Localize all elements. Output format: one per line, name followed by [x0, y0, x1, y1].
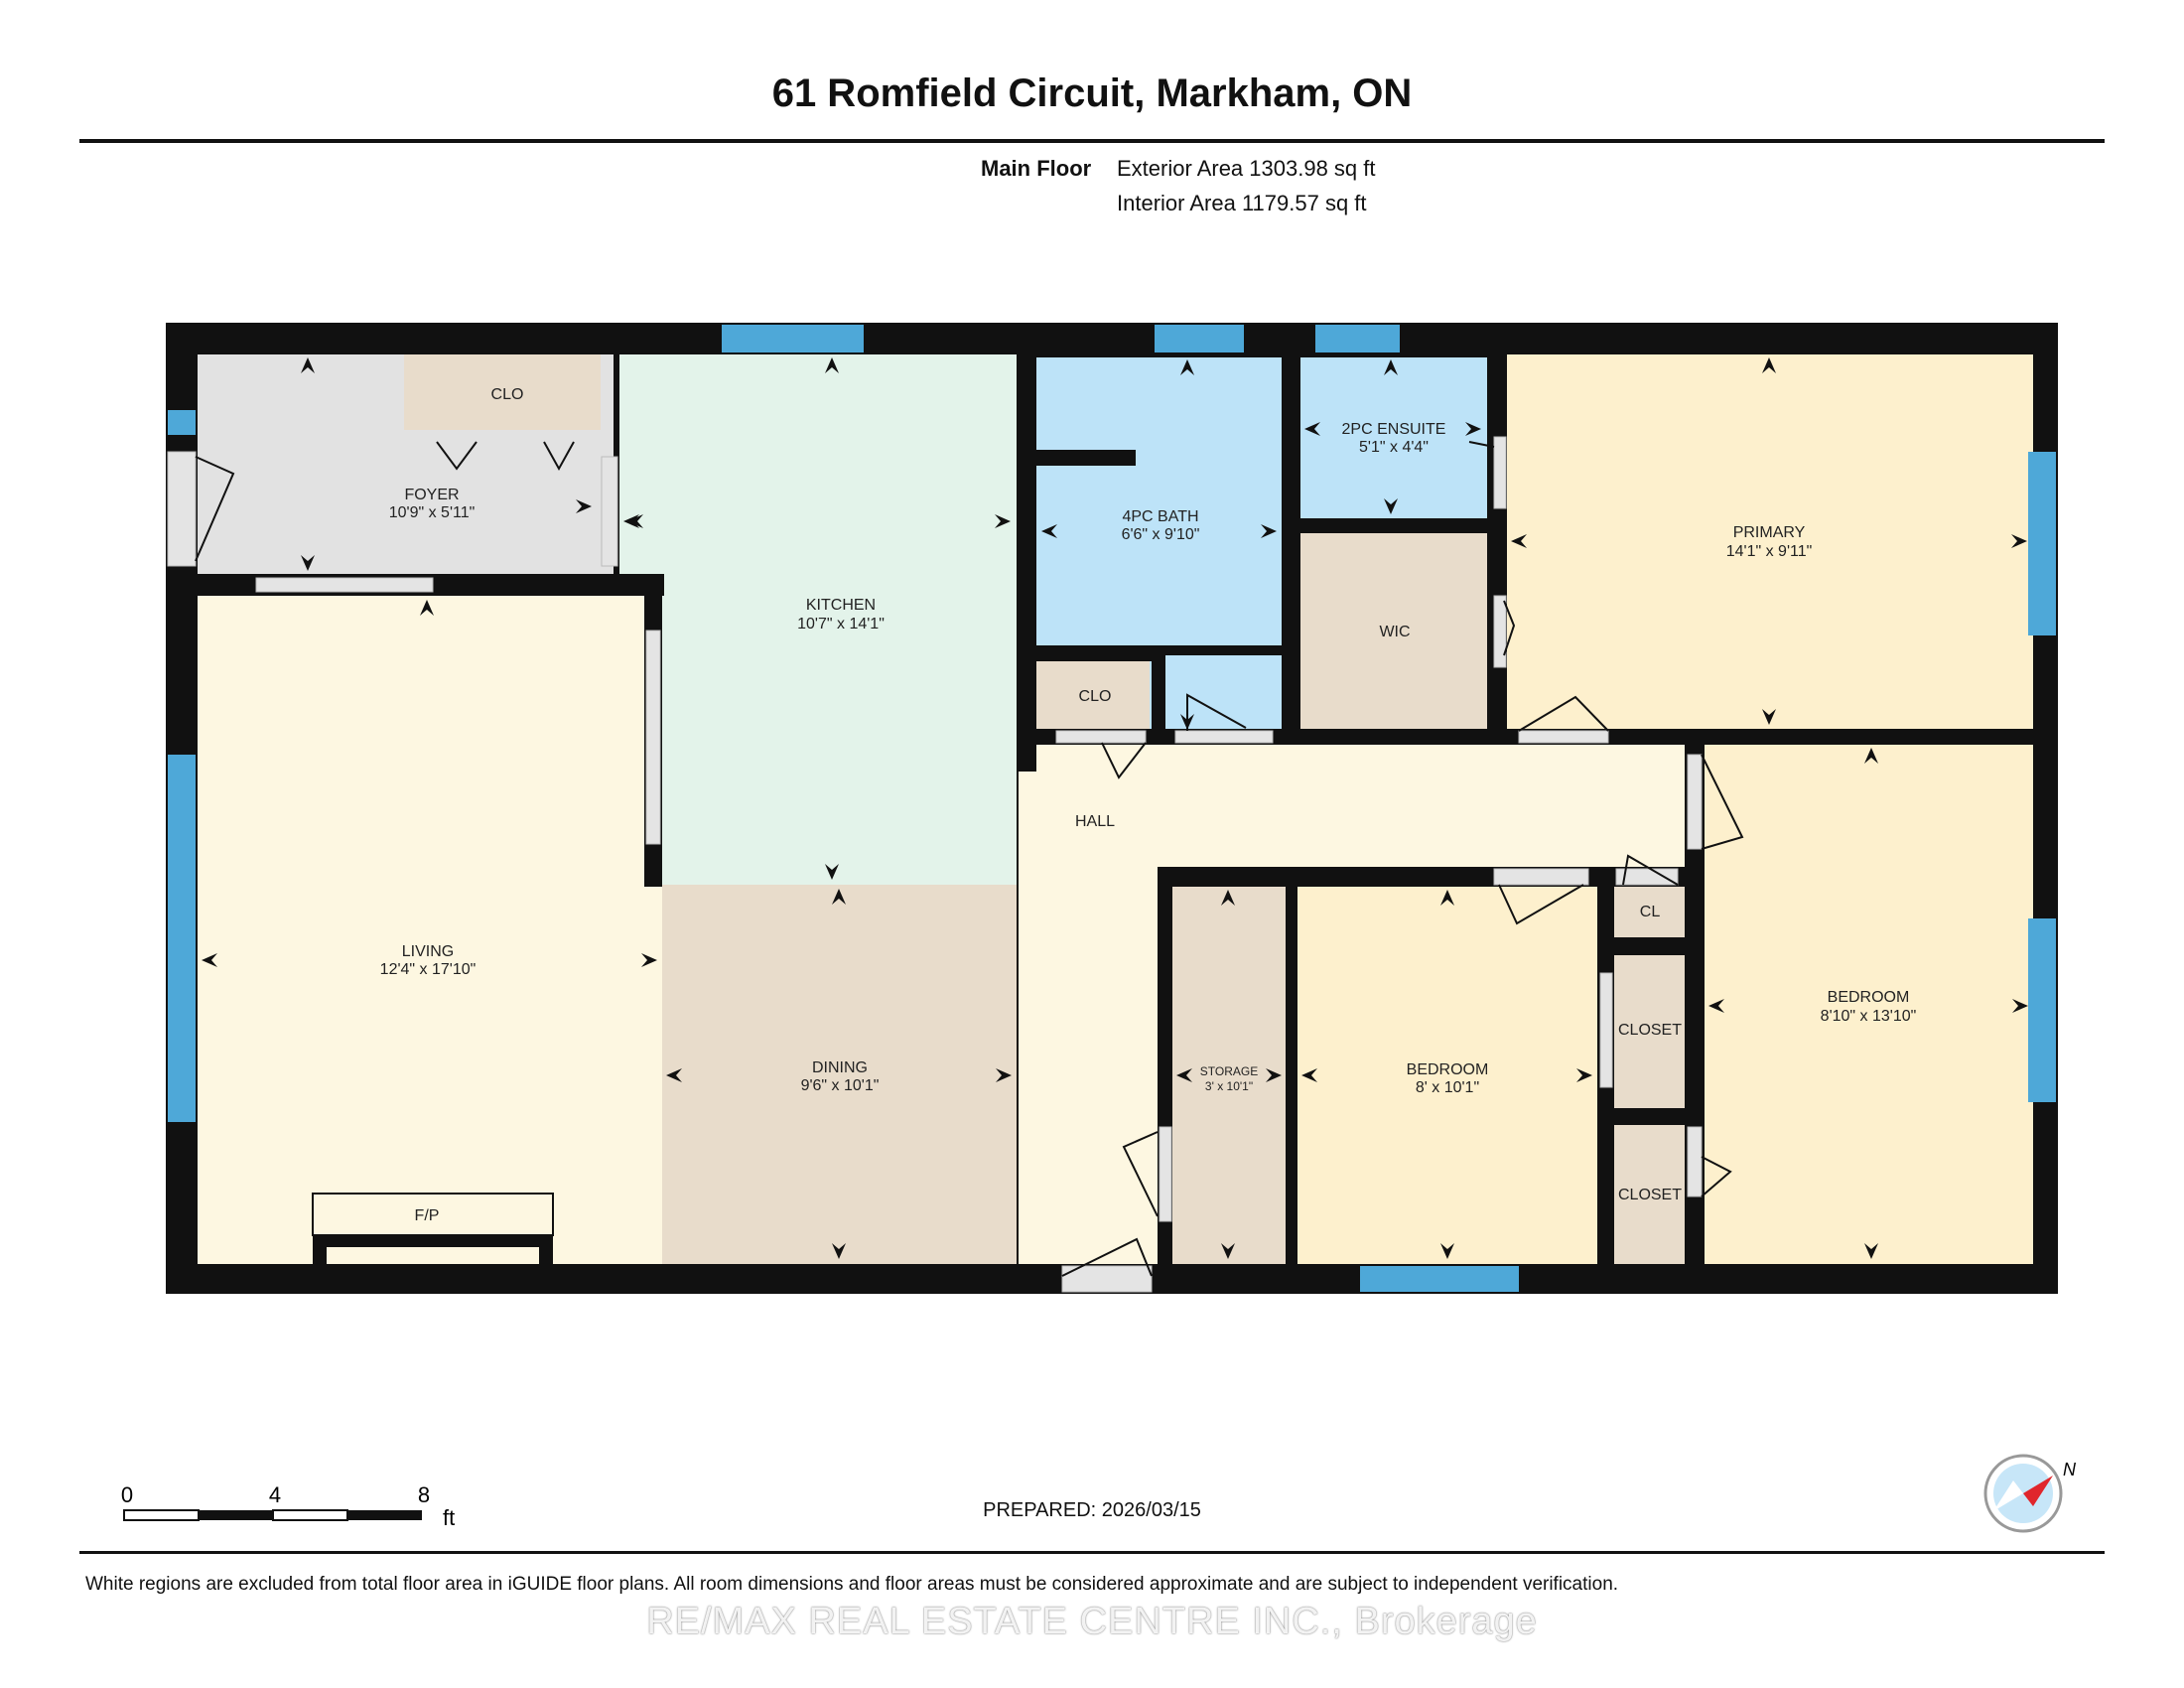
primary-dims: 14'1" x 9'11": [1726, 543, 1813, 560]
bath-label: 4PC BATH: [1122, 508, 1198, 525]
room-labels: CLO FOYER 10'9" x 5'11" KITCHEN 10'7" x …: [380, 386, 1917, 1224]
bedroom-2-area: [1297, 887, 1597, 1264]
brokerage-watermark: RE/MAX REAL ESTATE CENTRE INC., Brokerag…: [646, 1601, 1538, 1642]
kitchen-dims: 10'7" x 14'1": [797, 616, 885, 633]
header-divider: [79, 139, 2105, 143]
exterior-area: Exterior Area 1303.98 sq ft: [1117, 156, 1376, 181]
foyer-closet-area: [404, 354, 601, 430]
kitchen-label: KITCHEN: [806, 597, 876, 614]
compass-north-label: N: [2063, 1460, 2077, 1479]
ensuite-dims: 5'1" x 4'4": [1359, 439, 1429, 456]
bedroom-3-label: BEDROOM: [1828, 989, 1910, 1006]
hall-label: HALL: [1075, 813, 1115, 830]
living-dims: 12'4" x 17'10": [380, 961, 477, 978]
door-openings: [167, 436, 1703, 1293]
foyer-closet-label: CLO: [491, 386, 524, 403]
storage-area: [1172, 887, 1286, 1264]
page-title: 61 Romfield Circuit, Markham, ON: [771, 71, 1413, 115]
disclaimer-text: White regions are excluded from total fl…: [85, 1574, 1619, 1595]
north-compass-icon: N: [1983, 1454, 2077, 1533]
primary-label: PRIMARY: [1733, 524, 1806, 541]
dining-dims: 9'6" x 10'1": [801, 1077, 880, 1094]
cl-area: [1614, 887, 1685, 937]
bedroom-3-area: [1705, 745, 2033, 1264]
bedroom-2-label: BEDROOM: [1407, 1061, 1489, 1078]
bath-area: [1036, 357, 1282, 645]
hall-area: [1019, 745, 1686, 867]
cl-label: CL: [1640, 904, 1661, 920]
closet-2-label: CLOSET: [1618, 1187, 1682, 1203]
storage-dims: 3' x 10'1": [1205, 1079, 1253, 1093]
windows: [168, 325, 2056, 1292]
floor-label: Main Floor: [981, 156, 1092, 181]
scale-tick-4: 4: [269, 1482, 281, 1507]
prepared-date: PREPARED: 2026/03/15: [983, 1499, 1201, 1521]
closet-2-area: [1614, 1125, 1685, 1264]
fireplace-label: F/P: [415, 1207, 440, 1224]
primary-area: [1507, 354, 2033, 729]
dining-area: [662, 885, 1017, 1264]
scale-tick-8: 8: [418, 1482, 430, 1507]
room-fills: [198, 354, 2033, 1264]
footer-divider: [79, 1551, 2105, 1554]
bath-closet-label: CLO: [1079, 688, 1112, 705]
wic-area: [1300, 533, 1487, 729]
storage-label: STORAGE: [1200, 1064, 1258, 1078]
fireplace: [312, 1193, 554, 1264]
closet-1-label: CLOSET: [1618, 1022, 1682, 1039]
bedroom-3-dims: 8'10" x 13'10": [1821, 1008, 1917, 1025]
bedroom-2-dims: 8' x 10'1": [1416, 1079, 1479, 1096]
interior-area: Interior Area 1179.57 sq ft: [1117, 191, 1367, 215]
foyer-label: FOYER: [404, 487, 459, 503]
living-area: [198, 596, 662, 1264]
bath-closet-area: [1032, 661, 1150, 729]
bath-dims: 6'6" x 9'10": [1122, 526, 1200, 543]
scale-unit: ft: [443, 1505, 455, 1530]
kitchen-area: [619, 354, 1017, 885]
closet-1-area: [1614, 955, 1685, 1108]
wic-label: WIC: [1379, 624, 1410, 640]
ensuite-label: 2PC ENSUITE: [1342, 421, 1446, 438]
living-label: LIVING: [402, 943, 454, 960]
door-swings: [195, 441, 1744, 1277]
foyer-dims: 10'9" x 5'11": [389, 504, 476, 521]
scale-tick-0: 0: [121, 1482, 133, 1507]
ensuite-area: [1300, 357, 1487, 518]
dining-label: DINING: [812, 1059, 868, 1076]
scale-bar: 0 4 8 ft: [121, 1482, 455, 1530]
